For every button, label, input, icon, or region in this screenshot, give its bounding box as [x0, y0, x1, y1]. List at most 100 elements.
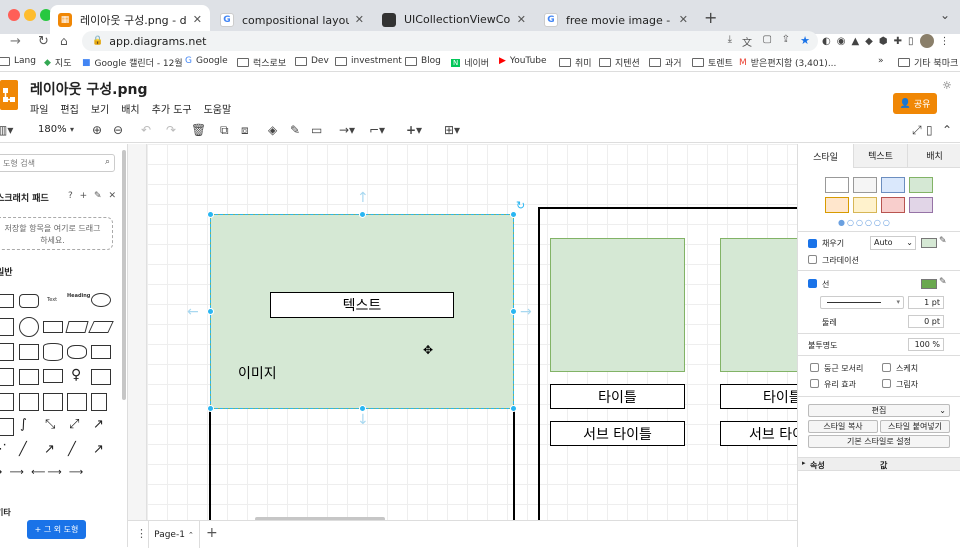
zoom-dropdown-icon[interactable]: ▾ — [70, 125, 75, 134]
image-label[interactable]: 이미지 — [238, 366, 277, 382]
collapse-icon[interactable]: ⌃ — [942, 123, 953, 137]
scratchpad-actions-icon[interactable]: ? + ✎ ✕ — [68, 191, 118, 201]
eyedropper-icon[interactable]: ✎ — [939, 277, 947, 287]
paste-style-button[interactable]: 스타일 붙여넣기 — [880, 420, 950, 433]
bookmark-item[interactable]: investment — [335, 56, 402, 66]
scratchpad-title[interactable]: 스크래치 패드 — [0, 194, 49, 204]
more-shapes-button[interactable]: + 그 외 도형 — [27, 520, 86, 539]
reload-icon[interactable]: ↻ — [38, 34, 49, 49]
rounded-checkbox[interactable] — [810, 363, 819, 372]
theme-icon[interactable]: ☼ — [942, 79, 952, 92]
to-front-icon[interactable]: ⧉ — [220, 123, 229, 137]
bookmark-item[interactable]: Lang — [0, 56, 36, 66]
zoom-in-icon[interactable]: ⊕ — [92, 123, 103, 137]
bookmark-item[interactable]: Dev — [295, 56, 329, 66]
format-panel-icon[interactable]: ▯ — [926, 123, 933, 137]
document-shape[interactable] — [91, 345, 111, 359]
bookmark-item[interactable]: 지텐션 — [599, 56, 640, 69]
clone-arrow-up-icon[interactable]: ↑ — [357, 190, 369, 206]
close-tab-icon[interactable]: ✕ — [678, 13, 688, 26]
bookmarks-overflow[interactable]: » — [878, 56, 884, 66]
extension-icon[interactable]: ▲ — [851, 35, 860, 47]
card2-subtitle[interactable]: 서브 타이틀 — [720, 421, 797, 446]
tab-style[interactable]: 스타일 — [798, 144, 853, 168]
shape-item[interactable] — [19, 369, 39, 385]
to-back-icon[interactable]: ⧈ — [241, 123, 249, 137]
new-tab-button[interactable]: + — [704, 8, 718, 27]
tab-text[interactable]: 텍스트 — [853, 144, 907, 168]
menu-help[interactable]: 도움말 — [203, 105, 232, 116]
arrow-shape[interactable]: ↗ — [93, 442, 104, 457]
opacity-input[interactable]: 100 % — [908, 338, 944, 351]
card2-image[interactable] — [720, 238, 797, 372]
page-dropdown-icon[interactable]: ⌃ — [187, 530, 194, 539]
drawing-canvas[interactable]: 텍스트 이미지 ✥ ↻ ↑ ↓ ← → 타이틀 서브 타이틀 타이틀 서브 타이… — [147, 144, 797, 520]
extension-icon[interactable]: ◐ — [822, 35, 831, 47]
shadow-checkbox[interactable] — [882, 379, 891, 388]
curve-shape[interactable]: ∫ — [20, 417, 27, 432]
shape-item[interactable] — [0, 343, 14, 361]
close-tab-icon[interactable]: ✕ — [354, 13, 364, 26]
shape-item[interactable] — [67, 393, 87, 411]
bookmark-item[interactable]: 과거 — [649, 56, 682, 69]
process-shape[interactable] — [43, 321, 63, 333]
page-tab[interactable]: Page-1⌃ — [148, 521, 200, 548]
resize-handle-nw[interactable] — [207, 211, 214, 218]
extension-icon[interactable]: ◉ — [836, 35, 846, 47]
bidirectional-arrow-shape[interactable]: ⤡ — [45, 417, 56, 432]
perimeter-input[interactable]: 0 pt — [908, 315, 944, 328]
extension-icon[interactable]: ⬢ — [878, 35, 888, 47]
shape-search-input[interactable]: 도형 검색 ⌕ — [0, 154, 115, 172]
style-swatch[interactable] — [825, 197, 849, 213]
parallelogram-shape[interactable] — [65, 321, 89, 333]
arrow-shape[interactable]: ↗ — [44, 442, 55, 457]
bidirectional-arrow-shape[interactable]: ⤢ — [69, 417, 80, 432]
resize-handle-n[interactable] — [359, 211, 366, 218]
close-window-button[interactable] — [8, 9, 20, 21]
home-icon[interactable]: ⌂ — [60, 34, 68, 48]
heading-shape[interactable]: Heading — [67, 293, 91, 299]
install-icon[interactable]: ⤓ — [727, 34, 732, 45]
connector-shapes[interactable]: ⇢ ⟶ ⟵⟶ ⟶ — [0, 467, 86, 478]
style-swatch[interactable] — [853, 197, 877, 213]
shadow-icon[interactable]: ▭ — [311, 123, 323, 137]
style-swatch[interactable] — [881, 197, 905, 213]
shape-item[interactable] — [0, 368, 14, 386]
zoom-select[interactable]: 180% — [38, 124, 67, 135]
parallelogram-2-shape[interactable] — [88, 321, 114, 333]
zoom-window-button[interactable] — [40, 9, 52, 21]
general-section-title[interactable]: 일반 — [0, 268, 13, 278]
sidebar-scrollbar[interactable] — [122, 150, 126, 400]
browser-tab-2[interactable]: UICollectionViewCompositionalLayout ✕ — [374, 5, 534, 34]
tab-arrange[interactable]: 배치 — [907, 144, 960, 168]
circle-shape[interactable] — [19, 317, 39, 337]
bookmark-item[interactable]: ■Google 캘린더 - 12월 — [82, 57, 183, 70]
translate-icon[interactable]: 文 — [742, 38, 752, 49]
redo-icon[interactable]: ↷ — [166, 123, 177, 137]
clone-arrow-left-icon[interactable]: ← — [187, 304, 199, 320]
sidebar-icon[interactable]: ▯ — [908, 35, 914, 47]
search-icon[interactable]: ⌕ — [104, 157, 110, 167]
pages-menu-icon[interactable]: ⋮ — [136, 527, 147, 540]
shape-item[interactable] — [43, 393, 63, 411]
eyedropper-icon[interactable]: ✎ — [939, 236, 947, 246]
dashed-line-shape[interactable]: ⋰ — [0, 442, 7, 457]
sketch-checkbox[interactable] — [882, 363, 891, 372]
callout-shape[interactable] — [43, 369, 63, 383]
waypoints-icon[interactable]: ⌐▾ — [369, 123, 386, 137]
clone-arrow-right-icon[interactable]: → — [520, 304, 532, 320]
line-shape[interactable]: ╱ — [68, 442, 76, 457]
line-pattern-select[interactable]: ▾ — [820, 296, 904, 309]
shape-item[interactable] — [91, 393, 107, 411]
card1-image[interactable] — [550, 238, 685, 372]
canvas-hscrollbar[interactable] — [255, 517, 385, 520]
resize-handle-ne[interactable] — [510, 211, 517, 218]
ellipse-shape[interactable] — [91, 293, 111, 307]
actor-shape[interactable]: ♀ — [71, 367, 82, 383]
line-shape[interactable]: ╱ — [19, 442, 27, 457]
browser-tab-3[interactable]: G free movie image - Google 검색 ✕ — [536, 5, 696, 34]
card1-title[interactable]: 타이틀 — [550, 384, 685, 409]
fill-color-icon[interactable]: ◈ — [268, 123, 278, 137]
cloud-shape[interactable] — [67, 345, 87, 359]
